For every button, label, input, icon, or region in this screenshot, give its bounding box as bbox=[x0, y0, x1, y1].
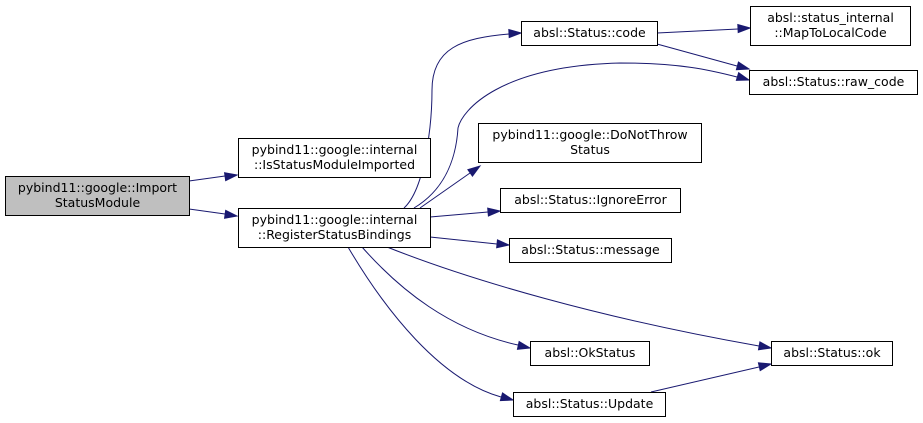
arrowhead-icon bbox=[757, 362, 773, 372]
arrowhead-icon bbox=[223, 172, 239, 182]
edge-line bbox=[361, 246, 519, 346]
arrowhead-icon bbox=[496, 239, 511, 249]
edge-register_status_bindings-to-do_not_throw_status bbox=[419, 165, 482, 209]
arrowhead-icon bbox=[223, 209, 239, 219]
node-raw_code[interactable]: absl::Status::raw_code bbox=[749, 70, 918, 95]
edge-import_status_module-to-register_status_bindings bbox=[188, 208, 239, 219]
edge-register_status_bindings-to-raw_code bbox=[413, 62, 751, 209]
node-label-line: absl::Status::message bbox=[521, 242, 660, 257]
node-message[interactable]: absl::Status::message bbox=[509, 238, 672, 263]
edge-line bbox=[656, 43, 738, 67]
node-label-line: StatusModule bbox=[55, 195, 141, 210]
node-label-line: absl::OkStatus bbox=[545, 345, 636, 360]
arrowhead-icon bbox=[508, 28, 523, 39]
node-box bbox=[238, 208, 431, 248]
arrowhead-icon bbox=[499, 392, 515, 402]
node-is_status_module_imported[interactable]: pybind11::google::internal::IsStatusModu… bbox=[238, 138, 431, 178]
edge-register_status_bindings-to-ignore_error bbox=[429, 207, 502, 218]
node-map_to_local_code[interactable]: absl::status_internal::MapToLocalCode bbox=[750, 6, 911, 46]
edge-line bbox=[429, 236, 498, 245]
node-box bbox=[5, 176, 190, 216]
edge-line bbox=[386, 246, 760, 347]
edge-line bbox=[347, 246, 502, 398]
node-label-line: ::RegisterStatusBindings bbox=[258, 227, 411, 242]
node-label-line: pybind11::google::DoNotThrow bbox=[492, 127, 687, 142]
edge-register_status_bindings-to-message bbox=[429, 236, 511, 249]
edge-line bbox=[419, 172, 471, 209]
edge-line bbox=[413, 62, 738, 209]
node-ok_status[interactable]: absl::OkStatus bbox=[530, 341, 650, 366]
edge-register_status_bindings-to-ok_status bbox=[361, 246, 532, 350]
edge-status_code-to-raw_code bbox=[656, 43, 751, 71]
arrowhead-icon bbox=[516, 340, 532, 350]
edge-register_status_bindings-to-status_code bbox=[403, 28, 523, 209]
edges-layer bbox=[188, 23, 773, 402]
node-label-line: absl::status_internal bbox=[767, 10, 894, 25]
node-box bbox=[513, 392, 666, 417]
node-label-line: absl::Status::code bbox=[533, 25, 646, 40]
node-label-line: absl::Status::IgnoreError bbox=[514, 192, 667, 207]
edge-register_status_bindings-to-status_ok bbox=[386, 246, 773, 351]
node-label-line: absl::Status::raw_code bbox=[763, 74, 905, 89]
node-register_status_bindings[interactable]: pybind11::google::internal::RegisterStat… bbox=[238, 208, 431, 248]
edge-status_code-to-map_to_local_code bbox=[656, 23, 752, 34]
node-label-line: pybind11::google::internal bbox=[252, 142, 418, 157]
node-label-line: absl::Status::Update bbox=[526, 396, 654, 411]
arrowhead-icon bbox=[757, 341, 773, 351]
edge-line bbox=[656, 28, 739, 34]
node-label-line: pybind11::google::Import bbox=[18, 180, 177, 195]
edge-update-to-status_ok bbox=[650, 362, 773, 393]
node-box bbox=[771, 341, 893, 366]
edge-line bbox=[650, 366, 760, 393]
node-ignore_error[interactable]: absl::Status::IgnoreError bbox=[500, 188, 681, 213]
arrowhead-icon bbox=[737, 23, 752, 34]
arrowhead-icon bbox=[467, 165, 482, 178]
nodes-layer: pybind11::google::ImportStatusModulepybi… bbox=[5, 6, 918, 417]
edge-line bbox=[188, 208, 226, 215]
edge-line bbox=[188, 175, 226, 182]
arrowhead-icon bbox=[735, 71, 751, 81]
node-box bbox=[749, 70, 918, 95]
node-label-line: absl::Status::ok bbox=[783, 345, 881, 360]
edge-line bbox=[403, 33, 510, 209]
edge-line bbox=[429, 211, 489, 218]
arrowhead-icon bbox=[487, 207, 502, 217]
node-box bbox=[750, 6, 911, 46]
arrowhead-icon bbox=[735, 61, 751, 71]
node-update[interactable]: absl::Status::Update bbox=[513, 392, 666, 417]
node-label-line: Status bbox=[570, 142, 610, 157]
node-status_ok[interactable]: absl::Status::ok bbox=[771, 341, 893, 366]
node-box bbox=[521, 21, 658, 46]
node-label-line: pybind11::google::internal bbox=[252, 212, 418, 227]
node-box bbox=[530, 341, 650, 366]
node-label-line: ::MapToLocalCode bbox=[774, 25, 887, 40]
edge-register_status_bindings-to-update bbox=[347, 246, 515, 402]
node-box bbox=[238, 138, 431, 178]
node-label-line: ::IsStatusModuleImported bbox=[254, 157, 415, 172]
node-box bbox=[478, 123, 702, 163]
node-box bbox=[500, 188, 681, 213]
node-box bbox=[509, 238, 672, 263]
node-status_code[interactable]: absl::Status::code bbox=[521, 21, 658, 46]
edge-import_status_module-to-is_status_module_imported bbox=[188, 172, 239, 182]
